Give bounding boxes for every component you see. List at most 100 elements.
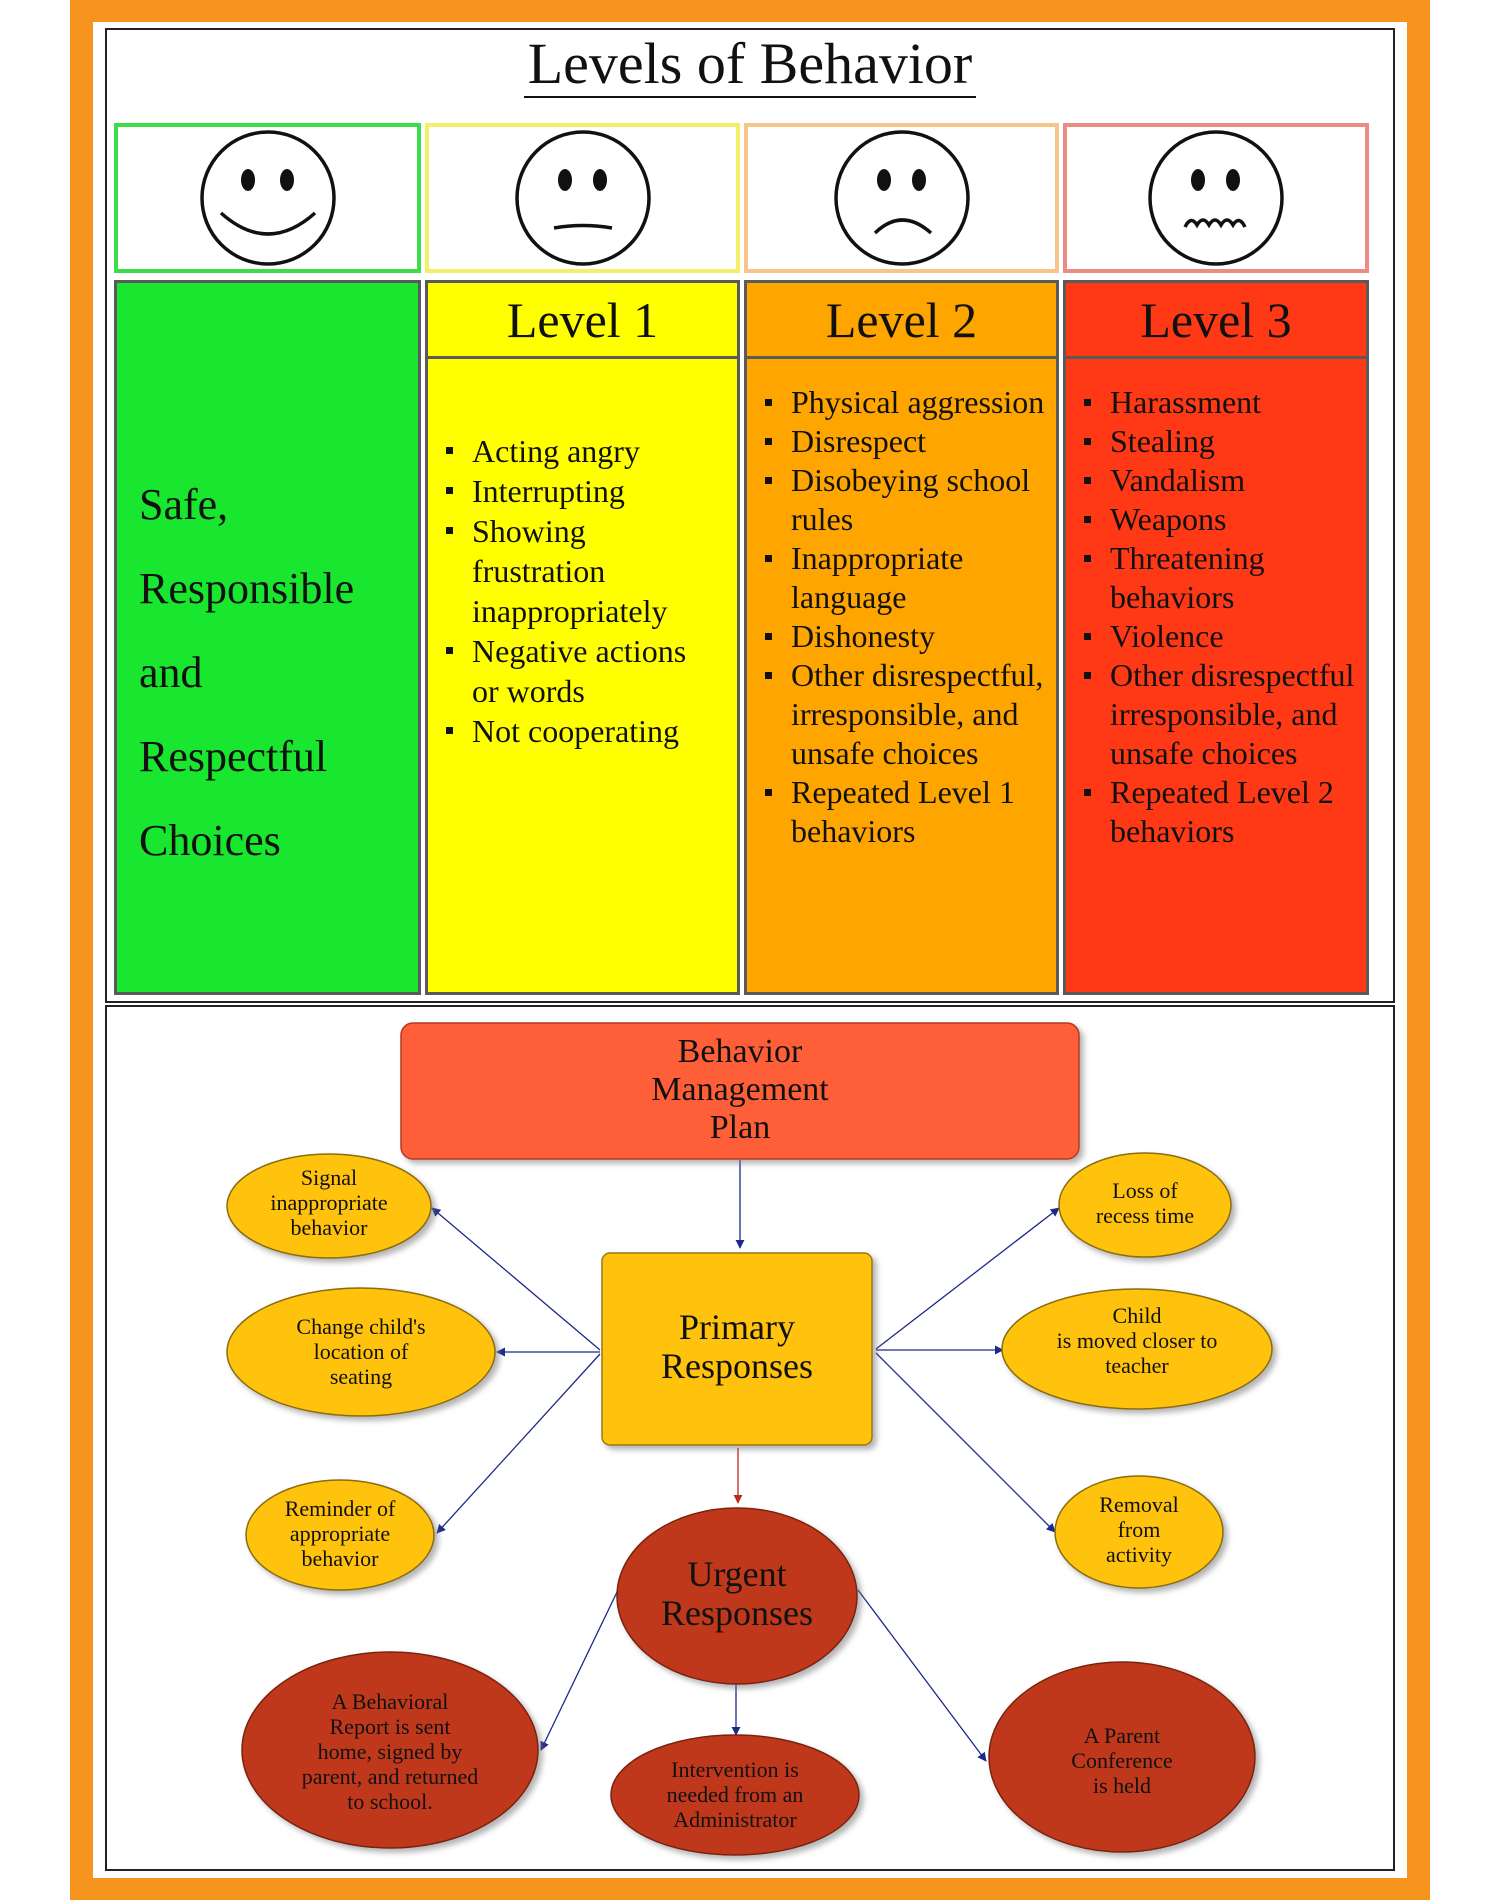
urgent-line: Responses: [661, 1593, 813, 1633]
node-line: Loss of: [1112, 1178, 1178, 1203]
node-line: Child: [1113, 1303, 1162, 1328]
node-line: teacher: [1105, 1353, 1169, 1378]
list-item: Not cooperating: [428, 711, 708, 751]
connector-primary-to-reminder: [436, 1353, 601, 1534]
node-line: appropriate: [290, 1521, 390, 1546]
green-line: Respectful: [139, 732, 328, 781]
primary-responses-node: Primary Responses: [601, 1252, 873, 1446]
green-column: Safe, Responsible and Respectful Choices: [114, 280, 421, 995]
list-item: Negative actions or words: [428, 631, 708, 711]
green-line: Responsible: [139, 564, 355, 613]
node-line: recess time: [1096, 1203, 1194, 1228]
green-line: Safe,: [139, 480, 229, 529]
urgent-responses-node: Urgent Responses: [616, 1507, 858, 1685]
list-item: Threatening behaviors: [1066, 539, 1366, 617]
plan-line: Behavior: [678, 1033, 803, 1070]
level-3-list: Harassment Stealing Vandalism Weapons Th…: [1066, 383, 1366, 851]
upset-face-icon: [1148, 130, 1284, 266]
list-item: Other disrespectful, irresponsible, and …: [747, 656, 1056, 773]
administrator-intervention-node: Intervention is needed from an Administr…: [610, 1734, 860, 1856]
level-2-column: Level 2 Physical aggression Disrespect D…: [744, 280, 1059, 995]
list-item: Violence: [1066, 617, 1366, 656]
face-cell-green: [114, 123, 421, 273]
green-line: and: [139, 648, 203, 697]
level-1-header: Level 1: [428, 283, 737, 359]
connector-primary-to-recess: [875, 1207, 1060, 1350]
node-line: inappropriate: [270, 1190, 387, 1215]
node-line: is moved closer to: [1057, 1328, 1218, 1353]
behavior-management-plan-node: Behavior Management Plan: [400, 1022, 1080, 1160]
node-line: parent, and returned: [302, 1764, 479, 1789]
primary-line: Responses: [661, 1346, 813, 1386]
list-item: Acting angry: [428, 431, 708, 471]
node-line: A Behavioral: [332, 1689, 449, 1714]
safe-responsible-respectful-text: Safe, Responsible and Respectful Choices: [139, 463, 354, 883]
list-item: Other disrespectful irresponsible, and u…: [1066, 656, 1366, 773]
node-line: behavior: [302, 1546, 380, 1571]
list-item: Dishonesty: [747, 617, 1056, 656]
page-title: Levels of Behavior: [0, 30, 1500, 98]
neutral-face-icon: [514, 130, 651, 266]
connector-primary-to-removal: [875, 1352, 1056, 1533]
node-line: A Parent: [1084, 1723, 1160, 1748]
reminder-appropriate-node: Reminder of appropriate behavior: [245, 1479, 435, 1591]
node-line: Signal: [301, 1165, 357, 1190]
primary-line: Primary: [679, 1307, 795, 1347]
face-cell-red: [1063, 123, 1369, 273]
change-seating-node: Change child's location of seating: [226, 1287, 496, 1417]
happy-face-icon: [199, 130, 336, 266]
plan-line: Plan: [710, 1109, 770, 1146]
moved-closer-node: Child is moved closer to teacher: [1001, 1288, 1273, 1410]
node-line: to school.: [347, 1789, 433, 1814]
level-1-column: Level 1 Acting angry Interrupting Showin…: [425, 280, 740, 995]
node-line: seating: [330, 1364, 392, 1389]
level-2-list: Physical aggression Disrespect Disobeyin…: [747, 383, 1056, 851]
node-line: Reminder of: [285, 1496, 396, 1521]
removal-from-activity-node: Removal from activity: [1054, 1475, 1224, 1589]
node-line: behavior: [291, 1215, 369, 1240]
list-item: Inappropriate language: [747, 539, 1056, 617]
face-cell-orange: [744, 123, 1059, 273]
node-line: needed from an: [667, 1782, 804, 1807]
list-item: Repeated Level 2 behaviors: [1066, 773, 1366, 851]
behavioral-report-node: A Behavioral Report is sent home, signed…: [241, 1651, 539, 1849]
node-line: location of: [314, 1339, 409, 1364]
level-1-list: Acting angry Interrupting Showing frustr…: [428, 431, 708, 751]
list-item: Harassment: [1066, 383, 1366, 422]
list-item: Interrupting: [428, 471, 708, 511]
list-item: Vandalism: [1066, 461, 1366, 500]
node-line: Conference: [1071, 1748, 1172, 1773]
node-line: Administrator: [673, 1807, 797, 1832]
node-line: from: [1118, 1517, 1161, 1542]
node-line: activity: [1106, 1542, 1172, 1567]
loss-of-recess-node: Loss of recess time: [1058, 1152, 1232, 1258]
page-title-text: Levels of Behavior: [523, 31, 977, 98]
green-line: Choices: [139, 816, 281, 865]
node-line: Change child's: [296, 1314, 425, 1339]
connector-urgent-to-report: [540, 1589, 619, 1751]
node-line: Intervention is: [671, 1757, 799, 1782]
connector-urgent-to-conference: [857, 1589, 987, 1762]
level-2-header: Level 2: [747, 283, 1056, 359]
face-cell-yellow: [425, 123, 740, 273]
list-item: Disobeying school rules: [747, 461, 1056, 539]
list-item: Repeated Level 1 behaviors: [747, 773, 1056, 851]
plan-line: Management: [651, 1071, 829, 1108]
list-item: Weapons: [1066, 500, 1366, 539]
level-3-column: Level 3 Harassment Stealing Vandalism We…: [1063, 280, 1369, 995]
list-item: Disrespect: [747, 422, 1056, 461]
parent-conference-node: A Parent Conference is held: [988, 1661, 1256, 1853]
level-3-header: Level 3: [1066, 283, 1366, 359]
list-item: Stealing: [1066, 422, 1366, 461]
node-line: Report is sent: [330, 1714, 451, 1739]
connectors: [431, 1160, 1060, 1762]
node-line: Removal: [1099, 1492, 1178, 1517]
node-line: is held: [1093, 1773, 1151, 1798]
node-line: home, signed by: [318, 1739, 463, 1764]
urgent-line: Urgent: [687, 1554, 786, 1594]
signal-inappropriate-node: Signal inappropriate behavior: [226, 1153, 432, 1259]
connector-primary-to-signal: [431, 1207, 601, 1351]
list-item: Showing frustration inappropriately: [428, 511, 708, 631]
sad-face-icon: [833, 130, 970, 266]
